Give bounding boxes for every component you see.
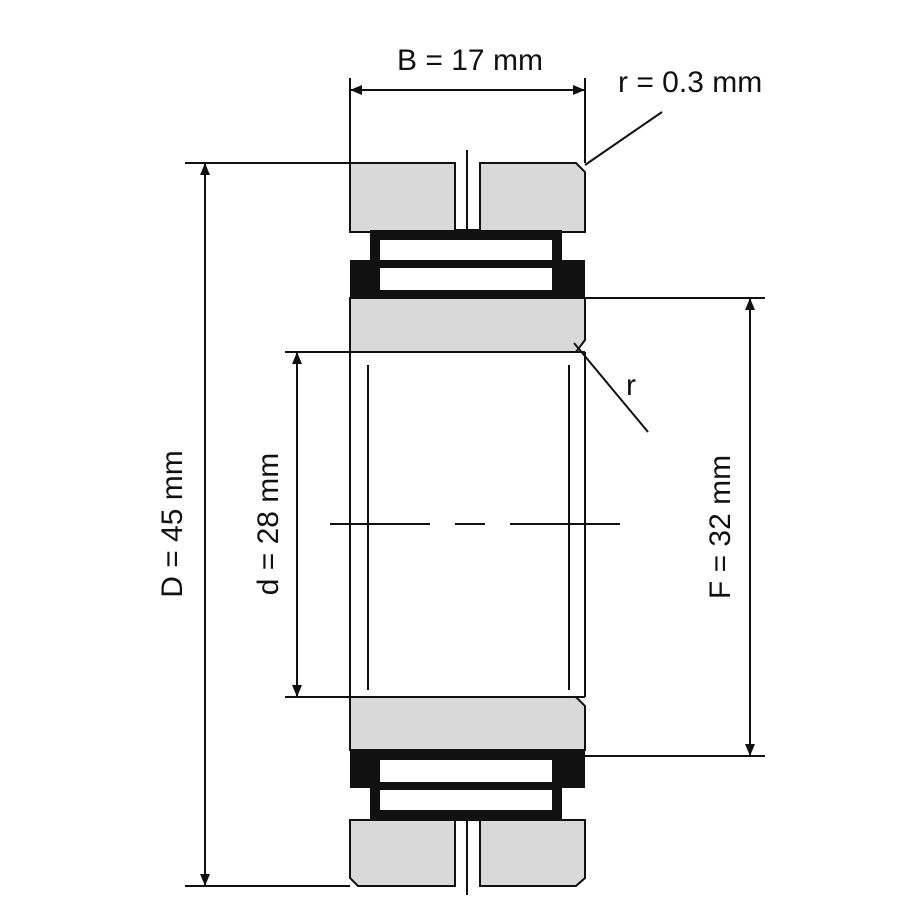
label-radius-short: r (626, 369, 636, 402)
dimension-f: F = 32 mm (585, 297, 765, 757)
roller-cage-top (350, 230, 585, 298)
inner-ring-bottom (349, 696, 586, 751)
label-width-b: B = 17 mm (397, 44, 543, 77)
dimension-radius-inner: r (573, 342, 649, 433)
label-outer-diameter: D = 45 mm (156, 450, 189, 598)
roller-cage-bottom (350, 750, 585, 820)
dimension-b: B = 17 mm (349, 44, 586, 163)
outer-ring-bottom (349, 819, 586, 895)
label-bore-diameter: d = 28 mm (252, 453, 285, 596)
label-radius: r = 0.3 mm (618, 66, 762, 99)
dimension-radius-outer: r = 0.3 mm (584, 66, 762, 166)
inner-ring-top (349, 297, 586, 353)
outer-ring-top (349, 150, 586, 233)
dimension-d-bore: d = 28 mm (252, 352, 302, 697)
dimension-d-outer: D = 45 mm (156, 162, 350, 887)
label-raceway-diameter: F = 32 mm (704, 455, 737, 599)
